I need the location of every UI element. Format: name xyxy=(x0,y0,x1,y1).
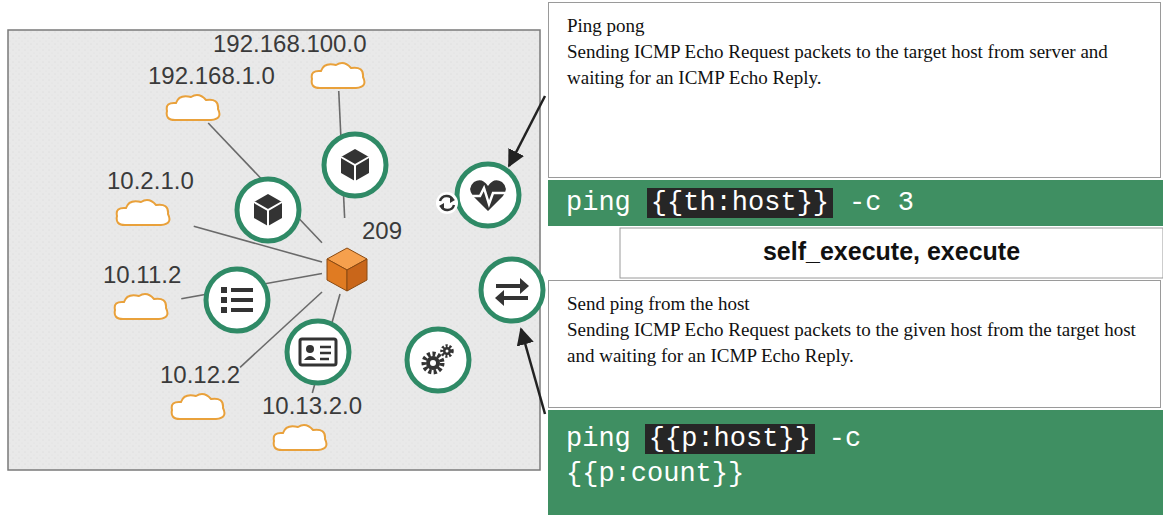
cloud-shape xyxy=(168,390,228,422)
cloud-shape xyxy=(111,290,171,322)
command-text: ping xyxy=(566,188,631,218)
cloud-shape xyxy=(113,196,173,228)
callout-description: Sending ICMP Echo Request packets to the… xyxy=(567,317,1142,369)
exchange-icon xyxy=(495,278,529,306)
method-strip xyxy=(620,228,1163,278)
network-address: 192.168.100.0 xyxy=(213,31,366,57)
network-cloud: 10.13.2.0 xyxy=(262,393,362,453)
cloud-shape xyxy=(270,421,330,453)
refresh-icon xyxy=(436,192,458,214)
network-link xyxy=(208,123,322,243)
pointer-arrow xyxy=(521,329,545,414)
heartbeat-icon xyxy=(468,180,508,211)
network-cloud: 10.12.2 xyxy=(160,362,240,422)
command-line: ping{{p:host}}-c {{p:count}} xyxy=(566,422,926,492)
network-address: 10.12.2 xyxy=(160,362,240,388)
gears-icon xyxy=(424,346,452,372)
pointer-arrow xyxy=(509,96,545,166)
cloud-shape xyxy=(163,91,223,123)
box-icon xyxy=(254,194,282,226)
cloud-shape xyxy=(308,59,368,91)
callout-box: Send ping from the hostSending ICMP Echo… xyxy=(548,280,1161,408)
command-text: ping xyxy=(566,424,631,454)
network-cloud: 10.2.1.0 xyxy=(107,168,194,228)
list-icon xyxy=(221,287,253,313)
network-panel xyxy=(8,30,540,470)
network-address: 10.11.2 xyxy=(103,262,181,288)
method-label: self_execute, execute xyxy=(620,237,1163,266)
network-cloud: 192.168.1.0 xyxy=(148,63,275,123)
callout-title: Ping pong xyxy=(567,13,1142,39)
command-bar: ping {{th:host}} -c 3 xyxy=(548,180,1163,226)
callout-title: Send ping from the host xyxy=(567,291,1142,317)
id-card-icon xyxy=(300,339,336,365)
server-node: 209 xyxy=(322,218,402,294)
callout-description: Sending ICMP Echo Request packets to the… xyxy=(567,39,1142,91)
command-parameter: {{th:host}} xyxy=(647,188,833,218)
network-cloud: 10.11.2 xyxy=(103,262,181,322)
command-parameter: {{p:host}} xyxy=(645,424,815,454)
server-id: 209 xyxy=(362,218,402,244)
command-bar: ping{{p:host}}-c {{p:count}} xyxy=(548,410,1163,515)
network-address: 10.13.2.0 xyxy=(262,393,362,419)
box-icon xyxy=(341,149,369,181)
hub-cube xyxy=(322,244,372,294)
network-address: 10.2.1.0 xyxy=(107,168,194,194)
network-address: 192.168.1.0 xyxy=(148,63,275,89)
command-text: -c 3 xyxy=(849,188,914,218)
callout-box: Ping pongSending ICMP Echo Request packe… xyxy=(548,2,1161,178)
